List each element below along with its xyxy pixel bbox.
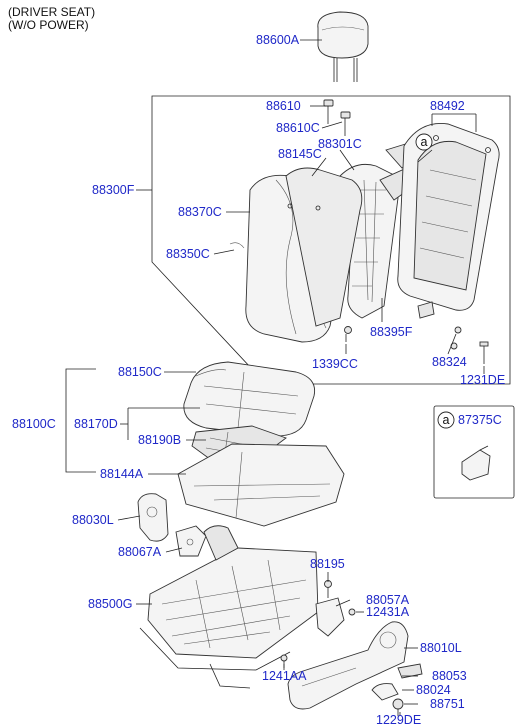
part-number-labels: 88600A 88610 88492 88610C 88301C 88145C … <box>12 33 505 727</box>
part-label-1241AA: 1241AA <box>262 669 307 683</box>
part-label-88145C: 88145C <box>278 147 322 161</box>
part-label-88067A: 88067A <box>118 545 162 559</box>
leader-lines <box>117 39 485 716</box>
part-label-88144A: 88144A <box>100 467 144 481</box>
seatback-back-panel-illustration <box>397 123 500 311</box>
part-label-88010L: 88010L <box>420 641 462 655</box>
part-label-88195: 88195 <box>310 557 345 571</box>
bracket-88067A-illustration <box>175 525 207 557</box>
callout-letter: a <box>443 413 450 427</box>
part-label-88301C: 88301C <box>318 137 362 151</box>
side-shield-88010L-illustration <box>287 621 409 710</box>
part-label-1339CC: 1339CC <box>312 357 358 371</box>
headrest-illustration <box>317 11 369 82</box>
part-label-88030L: 88030L <box>72 513 114 527</box>
part-label-88057A: 88057A <box>366 593 410 607</box>
fasteners-88195-88057A-illustration <box>280 580 356 668</box>
cushion-cover-illustration <box>183 361 316 437</box>
part-label-88370C: 88370C <box>178 205 222 219</box>
side-cover-88030L-illustration <box>137 493 169 542</box>
callout-letter: a <box>421 135 428 149</box>
part-label-88610: 88610 <box>266 99 301 113</box>
diagram-heading: (DRIVER SEAT) (W/O POWER) <box>8 6 95 32</box>
seatback-assembly-frame <box>151 95 511 385</box>
part-label-88190B: 88190B <box>138 433 181 447</box>
cushion-assembly-bracket <box>65 368 96 473</box>
part-label-1231DE: 1231DE <box>460 373 505 387</box>
part-label-88170D: 88170D <box>74 417 118 431</box>
part-label-88100C: 88100C <box>12 417 56 431</box>
callout-a-part-illustration <box>461 445 491 481</box>
part-label-88324: 88324 <box>432 355 467 369</box>
part-label-88395F: 88395F <box>370 325 413 339</box>
part-label-88610C: 88610C <box>276 121 320 135</box>
part-label-88053: 88053 <box>432 669 467 683</box>
callout-box-a <box>433 405 515 499</box>
part-label-88492: 88492 <box>430 99 465 113</box>
levers-knobs-illustration <box>371 663 423 716</box>
part-label-88024: 88024 <box>416 683 451 697</box>
callout-marker-a-box: a <box>437 411 455 429</box>
part-label-1229DE: 1229DE <box>376 713 421 727</box>
heading-line-2: (W/O POWER) <box>8 18 89 32</box>
part-label-88600A: 88600A <box>256 33 300 47</box>
cushion-mat-illustration <box>177 443 345 527</box>
part-label-88150C: 88150C <box>118 365 162 379</box>
part-label-88500G: 88500G <box>88 597 132 611</box>
part-label-87375C: 87375C <box>458 413 502 427</box>
callout-marker-a-seatback: a <box>415 133 433 151</box>
seatback-cover-illustration <box>229 167 363 343</box>
headrest-guides-illustration <box>323 99 351 136</box>
seat-track-frame-illustration <box>139 525 319 689</box>
part-label-88751: 88751 <box>430 697 465 711</box>
seatback-fasteners-illustration <box>344 301 489 364</box>
part-label-88300F: 88300F <box>92 183 135 197</box>
part-label-88350C: 88350C <box>166 247 210 261</box>
part-label-12431A: 12431A <box>366 605 410 619</box>
heading-line-1: (DRIVER SEAT) <box>8 5 96 19</box>
